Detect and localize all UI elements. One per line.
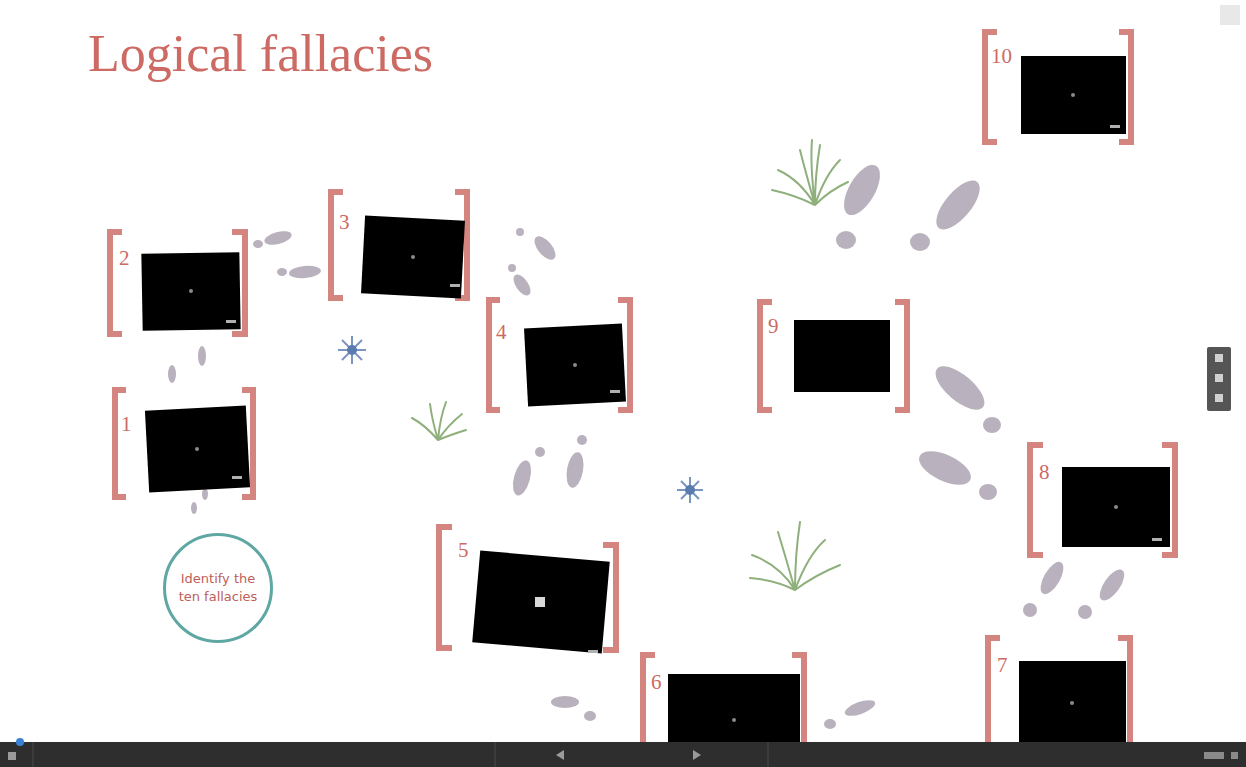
frame-brackets — [110, 32, 1175, 745]
star-decoration — [338, 336, 703, 503]
star-center — [685, 485, 695, 495]
more-icon — [1231, 752, 1238, 759]
callout-number: 9 — [768, 316, 779, 337]
play-button — [535, 597, 545, 607]
callout-number: 10 — [991, 46, 1012, 67]
callout-number: 1 — [121, 414, 132, 435]
zoom-icons — [1215, 354, 1223, 402]
callout-number: 3 — [339, 212, 350, 233]
slide-title: Logical fallacies — [88, 28, 433, 80]
callout-number: 7 — [997, 655, 1008, 676]
callout-number: 2 — [119, 248, 130, 269]
circle-outline — [162, 532, 274, 644]
player-separators — [33, 742, 768, 767]
player-bar — [0, 742, 1246, 767]
video-logo — [226, 125, 1162, 653]
footprints — [168, 159, 1129, 729]
more-icon — [1204, 752, 1224, 759]
fullscreen-button — [1220, 5, 1240, 25]
callout-number: 4 — [496, 322, 507, 343]
zoom-toolbar — [1207, 347, 1231, 411]
video-thumbnails — [141, 56, 1170, 745]
star-center — [347, 345, 357, 355]
callout-number: 6 — [651, 672, 662, 693]
circle-text: Identify the ten fallacies — [178, 570, 259, 605]
start-circle: Identify the ten fallacies — [162, 532, 274, 644]
grass — [412, 140, 848, 590]
prev-button — [556, 750, 564, 760]
play-dots — [189, 93, 1118, 722]
next-button — [693, 750, 701, 760]
callout-number: 8 — [1039, 462, 1050, 483]
progress-dot — [16, 738, 24, 746]
menu-icon — [8, 752, 16, 760]
callout-number: 5 — [458, 540, 469, 561]
